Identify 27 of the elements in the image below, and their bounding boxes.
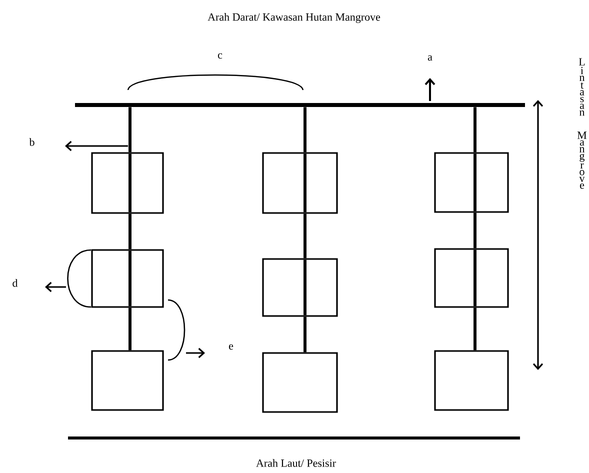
- stem-line: [304, 107, 306, 152]
- square-box: [91, 249, 164, 308]
- direction-label: a: [428, 55, 432, 61]
- title: Arah Darat/ Kawasan Hutan Mangrove: [208, 13, 380, 23]
- stem-line: [128, 308, 132, 350]
- stem-line: [128, 214, 132, 250]
- direction-label: e: [228, 344, 234, 350]
- square-box: [434, 152, 509, 213]
- horizontal-bar: [75, 103, 525, 107]
- direction-label: Arah Laut/ Pesisir: [256, 459, 336, 467]
- stem-line: [304, 214, 306, 258]
- stem-line: [128, 107, 132, 152]
- square-box: [91, 152, 164, 214]
- direction-label: d: [12, 279, 18, 287]
- stem-line: [304, 316, 306, 352]
- square-box: [262, 152, 338, 214]
- square-box: [262, 258, 338, 317]
- direction-label: b: [29, 138, 34, 146]
- stem-line: [474, 308, 476, 350]
- square-box: [91, 350, 164, 411]
- square-box: [262, 352, 338, 413]
- stem-line: [474, 107, 476, 152]
- bracket-label: c: [218, 53, 222, 59]
- vertical-label: Lintasan Mangrove: [577, 58, 587, 189]
- square-box: [434, 248, 509, 308]
- square-box: [434, 350, 509, 411]
- stem-line: [474, 212, 476, 248]
